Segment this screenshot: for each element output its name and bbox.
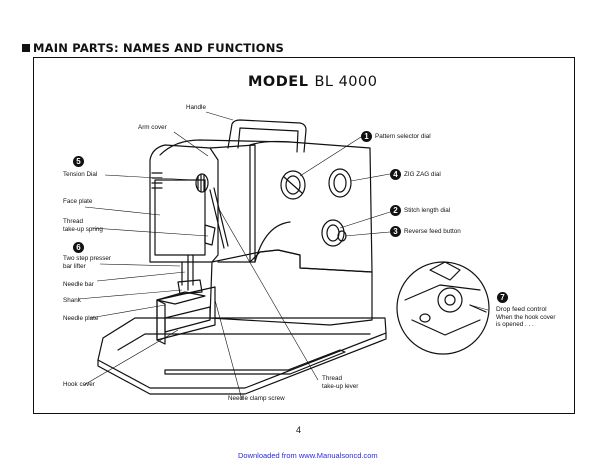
model-word: MODEL xyxy=(248,74,309,90)
label-shank: Shank xyxy=(63,297,81,304)
table-inner-groove xyxy=(117,333,371,351)
label-pattern-selector-dial: Pattern selector dial xyxy=(375,133,431,140)
badge-presser: 6 xyxy=(73,242,84,253)
extension-table xyxy=(97,317,387,389)
label-drop-feed-control: Drop feed control When the hook cover is… xyxy=(496,306,556,329)
download-link[interactable]: Downloaded from www.Manualsoncd.com xyxy=(238,451,378,460)
hook-inset-circle xyxy=(396,261,490,355)
label-tension-dial: Tension Dial xyxy=(63,171,98,178)
label-face-plate: Face plate xyxy=(63,198,93,205)
label-hook-cover-note-line2: is opened . . . xyxy=(496,321,534,328)
label-thread-take-up-spring-line2: take-up spring xyxy=(63,225,103,233)
page-number: 4 xyxy=(296,425,302,435)
face-plate xyxy=(154,179,206,256)
model-code: BL 4000 xyxy=(314,74,378,90)
machine-body xyxy=(249,140,373,273)
label-handle: Handle xyxy=(186,104,206,111)
label-needle-bar: Needle bar xyxy=(63,281,94,288)
hook-cover-shape xyxy=(164,306,211,333)
label-arm-cover: Arm cover xyxy=(138,124,167,131)
badge-tension: 5 xyxy=(73,156,84,167)
needle-plate-shape xyxy=(156,291,206,305)
badge-zigzag: 4 xyxy=(390,169,401,180)
label-stitch-length-dial: Stitch length dial xyxy=(404,207,451,214)
head-front xyxy=(149,144,219,263)
label-two-step-presser: Two step presser bar lifter xyxy=(63,255,111,270)
label-hook-cover-note-line1: When the hook cover xyxy=(496,313,556,321)
label-needle-plate: Needle plate xyxy=(63,315,99,322)
label-thread-take-up-lever-line2: take-up lever xyxy=(322,382,359,390)
take-up-lever-slot xyxy=(209,189,225,249)
arm-top xyxy=(159,139,291,156)
stitch-length-dial xyxy=(321,219,345,247)
label-two-step-presser-line1: Two step presser xyxy=(63,255,111,262)
extension-table-edge xyxy=(97,332,387,395)
square-bullet-icon xyxy=(22,44,30,52)
zig-zag-dial xyxy=(328,168,352,198)
label-needle-clamp-screw: Needle clamp screw xyxy=(228,395,285,402)
section-title: MAIN PARTS: NAMES AND FUNCTIONS xyxy=(22,41,284,55)
free-arm-front xyxy=(156,299,166,345)
body-arch xyxy=(254,221,291,263)
take-up-spring xyxy=(204,224,216,246)
head-side xyxy=(209,144,256,263)
label-reverse-feed-button: Reverse feed button xyxy=(404,228,461,235)
tension-dial xyxy=(195,173,209,193)
pillar-base xyxy=(209,249,373,326)
label-thread-take-up-lever-line1: Thread xyxy=(322,375,342,382)
label-hook-cover: Hook cover xyxy=(63,381,95,388)
label-thread-take-up-spring: Thread take-up spring xyxy=(63,218,103,233)
label-two-step-presser-line2: bar lifter xyxy=(63,262,86,270)
handle xyxy=(227,119,307,153)
label-thread-take-up-spring-line1: Thread xyxy=(63,218,83,225)
label-drop-feed-control-line1: Drop feed control xyxy=(496,306,547,313)
badge-pattern: 1 xyxy=(361,131,372,142)
label-thread-take-up-lever: Thread take-up lever xyxy=(322,375,358,390)
badge-reverse: 3 xyxy=(390,226,401,237)
diagram-frame xyxy=(33,57,575,414)
ruler xyxy=(164,349,346,375)
section-title-text: MAIN PARTS: NAMES AND FUNCTIONS xyxy=(33,41,285,55)
label-zig-zag-dial: ZIG ZAG dial xyxy=(404,171,441,178)
pattern-selector-dial xyxy=(280,170,306,200)
badge-stitch: 2 xyxy=(390,205,401,216)
badge-drop: 7 xyxy=(497,292,508,303)
model-title: MODEL BL 4000 xyxy=(248,74,377,90)
